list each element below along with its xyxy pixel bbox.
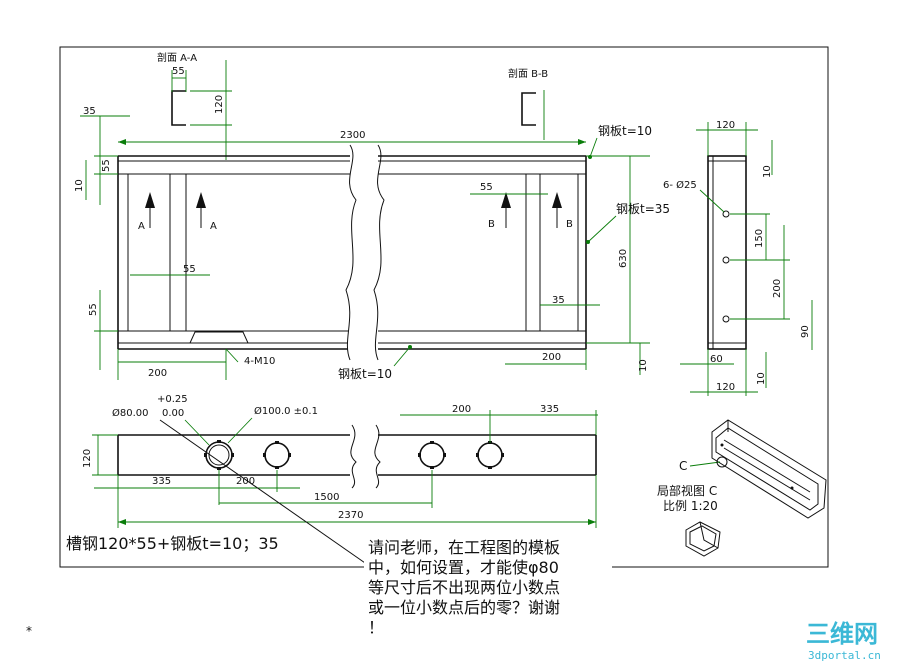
dim-35-right: 35 — [552, 295, 565, 306]
plate-top-label: 钢板t=10 — [598, 124, 652, 138]
watermark-site: 3dportal.cn — [808, 649, 881, 662]
label-4-m10: 4-M10 — [244, 356, 275, 367]
dim-200-plan-mid: 200 — [236, 476, 255, 487]
corner-mark: * — [26, 624, 32, 638]
question-box — [364, 533, 612, 638]
detail-isometric — [711, 419, 827, 519]
dim-60: 60 — [710, 354, 723, 365]
dim-2300: 2300 — [340, 130, 365, 141]
caption: 槽钢120*55+钢板t=10；35 — [66, 534, 279, 553]
dim-10-left: 10 — [74, 179, 85, 192]
dim-120-side-bottom: 120 — [716, 382, 735, 393]
front-view — [117, 144, 587, 361]
question-line-2: 中，如何设置，才能使φ80 — [368, 558, 559, 577]
dim-200-bottom-left: 200 — [148, 368, 167, 379]
dim-55-left: 55 — [101, 159, 112, 172]
detail-marker-c: C — [679, 459, 687, 473]
break-line-right — [373, 144, 385, 361]
section-aa-label: 剖面 A-A — [157, 51, 197, 64]
dim-1500: 1500 — [314, 492, 339, 503]
tol-zero: 0.00 — [162, 408, 184, 419]
cut-a-right-label: A — [210, 221, 217, 232]
cut-a-left-label: A — [138, 221, 145, 232]
cut-b-right-label: B — [566, 219, 573, 230]
dim-35-left: 35 — [83, 106, 96, 117]
dim-10-side-bottom: 10 — [756, 372, 767, 385]
dim-55-inner-a: 55 — [183, 264, 196, 275]
plate-right-label: 钢板t=35 — [616, 202, 670, 216]
dim-phi80: Ø80.00 — [112, 407, 149, 419]
base-plate-boss — [189, 331, 249, 344]
detail-c-view — [685, 521, 721, 557]
detail-scale: 比例 1:20 — [663, 499, 718, 513]
plan-hole-2 — [263, 441, 291, 469]
channel-profile-bb — [521, 92, 536, 126]
dim-phi100: Ø100.0 ±0.1 — [254, 405, 318, 417]
dim-55-inner-b: 55 — [480, 182, 493, 193]
tol-plus: +0.25 — [157, 394, 188, 405]
dim-630: 630 — [618, 249, 629, 268]
dim-335-plan-left: 335 — [152, 476, 171, 487]
channel-profile-aa — [171, 90, 186, 126]
dim-10-bottom-right: 10 — [638, 359, 649, 372]
dim-200-side: 200 — [772, 279, 783, 298]
break-line-left — [345, 144, 357, 361]
dim-335-plan-right: 335 — [540, 404, 559, 415]
question-line-1: 请问老师，在工程图的模板 — [368, 538, 560, 557]
dim-2370: 2370 — [338, 510, 363, 521]
dim-55-top: 55 — [172, 66, 185, 77]
plan-view — [117, 424, 597, 489]
dim-10-side-top: 10 — [762, 165, 773, 178]
cut-marker-a: A A — [138, 192, 217, 232]
dim-120-channel: 120 — [214, 95, 225, 114]
cut-b-left-label: B — [488, 219, 495, 230]
detail-title: 局部视图 C — [657, 483, 717, 498]
question-leader-line — [159, 419, 379, 573]
cut-marker-b: B B — [488, 192, 573, 230]
question-line-5: ！ — [368, 618, 384, 637]
plan-hole-3 — [418, 441, 446, 469]
dim-150: 150 — [754, 229, 765, 248]
plate-bottom-label: 钢板t=10 — [338, 367, 392, 381]
question-line-3: 等尺寸后不出现两位小数点 — [368, 578, 560, 597]
side-view — [707, 155, 747, 350]
label-6-phi25: 6- Ø25 — [663, 179, 697, 191]
dim-200-plan-right: 200 — [452, 404, 471, 415]
plan-break-left — [350, 424, 357, 489]
dim-55-lower-left: 55 — [88, 303, 99, 316]
plan-break-right — [374, 424, 381, 489]
watermark-brand: 三维网 — [806, 620, 878, 648]
plan-hole-phi80 — [204, 440, 234, 470]
dim-90: 90 — [800, 325, 811, 338]
question-line-4: 或一位小数点后的零？谢谢 — [368, 598, 560, 617]
dim-120-side-top: 120 — [716, 120, 735, 131]
dim-120-plan: 120 — [82, 449, 93, 468]
plan-hole-4 — [476, 441, 504, 469]
dim-200-bottom-right: 200 — [542, 352, 561, 363]
section-bb-label: 剖面 B-B — [508, 67, 548, 80]
